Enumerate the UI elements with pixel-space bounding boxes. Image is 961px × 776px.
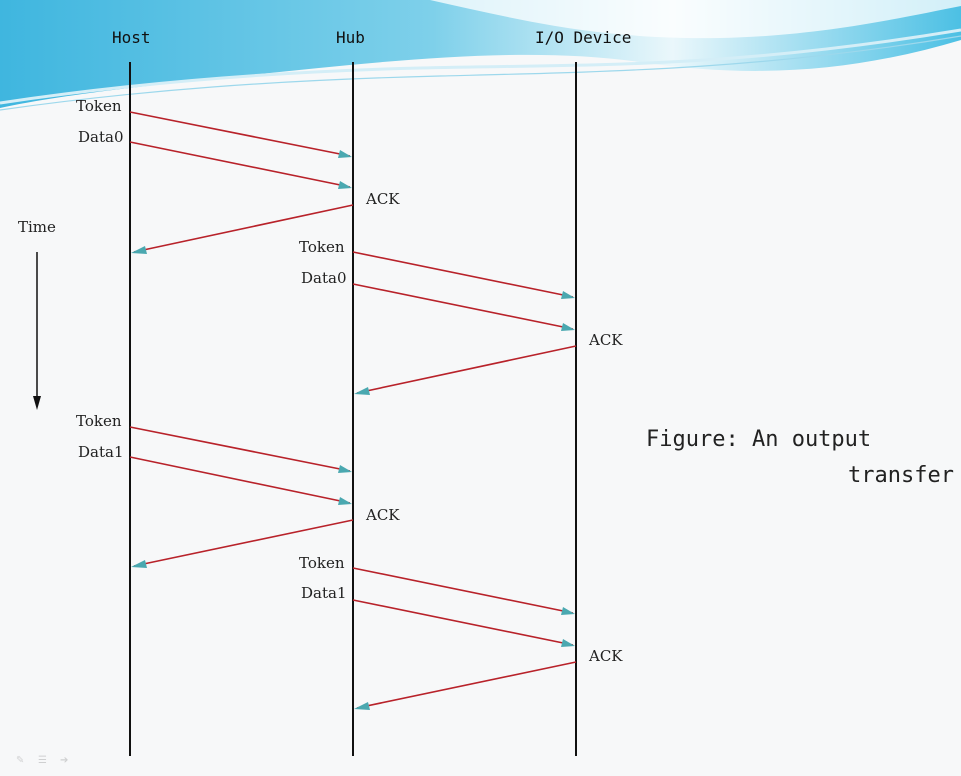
time-arrow bbox=[33, 252, 41, 410]
lane-title-io-device: I/O Device bbox=[535, 28, 631, 47]
arrowhead bbox=[561, 607, 575, 615]
arrowhead bbox=[338, 465, 352, 473]
message-arrow bbox=[129, 426, 351, 472]
message-arrow bbox=[129, 111, 351, 157]
message-arrow bbox=[133, 519, 354, 567]
figure-caption-line-1: Figure: An output bbox=[646, 427, 871, 452]
message-arrow bbox=[129, 141, 351, 188]
slide-toolbar: ✎ ☰ ➔ bbox=[16, 756, 74, 766]
message-arrow bbox=[352, 567, 574, 614]
arrowhead bbox=[131, 246, 147, 254]
figure-caption-line-2: transfer bbox=[848, 463, 954, 488]
arrowhead bbox=[131, 560, 147, 568]
message-arrow bbox=[356, 661, 577, 709]
message-label: Token bbox=[299, 238, 345, 256]
arrowhead bbox=[561, 639, 575, 647]
arrowhead bbox=[338, 181, 352, 189]
message-label: ACK bbox=[365, 190, 400, 208]
message-label: Data0 bbox=[301, 269, 346, 287]
message-label: Token bbox=[76, 97, 122, 115]
time-label: Time bbox=[18, 218, 56, 236]
message-arrow bbox=[352, 599, 574, 646]
lane-title-hub: Hub bbox=[336, 28, 365, 47]
arrowhead bbox=[354, 702, 370, 710]
message-arrow bbox=[129, 456, 351, 504]
arrowhead bbox=[354, 387, 370, 395]
message-arrow bbox=[352, 251, 574, 298]
message-label: ACK bbox=[588, 331, 623, 349]
arrowhead bbox=[561, 323, 575, 331]
message-label: ACK bbox=[588, 647, 623, 665]
message-arrow bbox=[356, 345, 577, 394]
message-label: Token bbox=[76, 412, 122, 430]
arrowhead bbox=[561, 291, 575, 299]
lane-title-host: Host bbox=[112, 28, 151, 47]
message-arrow bbox=[133, 204, 354, 253]
menu-icon[interactable]: ☰ bbox=[38, 755, 47, 766]
arrowhead bbox=[338, 150, 352, 158]
message-arrow bbox=[352, 283, 574, 330]
next-icon[interactable]: ➔ bbox=[60, 755, 69, 766]
header-wave bbox=[0, 0, 961, 111]
message-label: Data0 bbox=[78, 128, 123, 146]
message-label: Token bbox=[299, 554, 345, 572]
pen-icon[interactable]: ✎ bbox=[16, 755, 25, 766]
message-label: Data1 bbox=[78, 443, 123, 461]
message-label: Data1 bbox=[301, 584, 346, 602]
arrowhead bbox=[338, 497, 352, 505]
message-label: ACK bbox=[365, 506, 400, 524]
